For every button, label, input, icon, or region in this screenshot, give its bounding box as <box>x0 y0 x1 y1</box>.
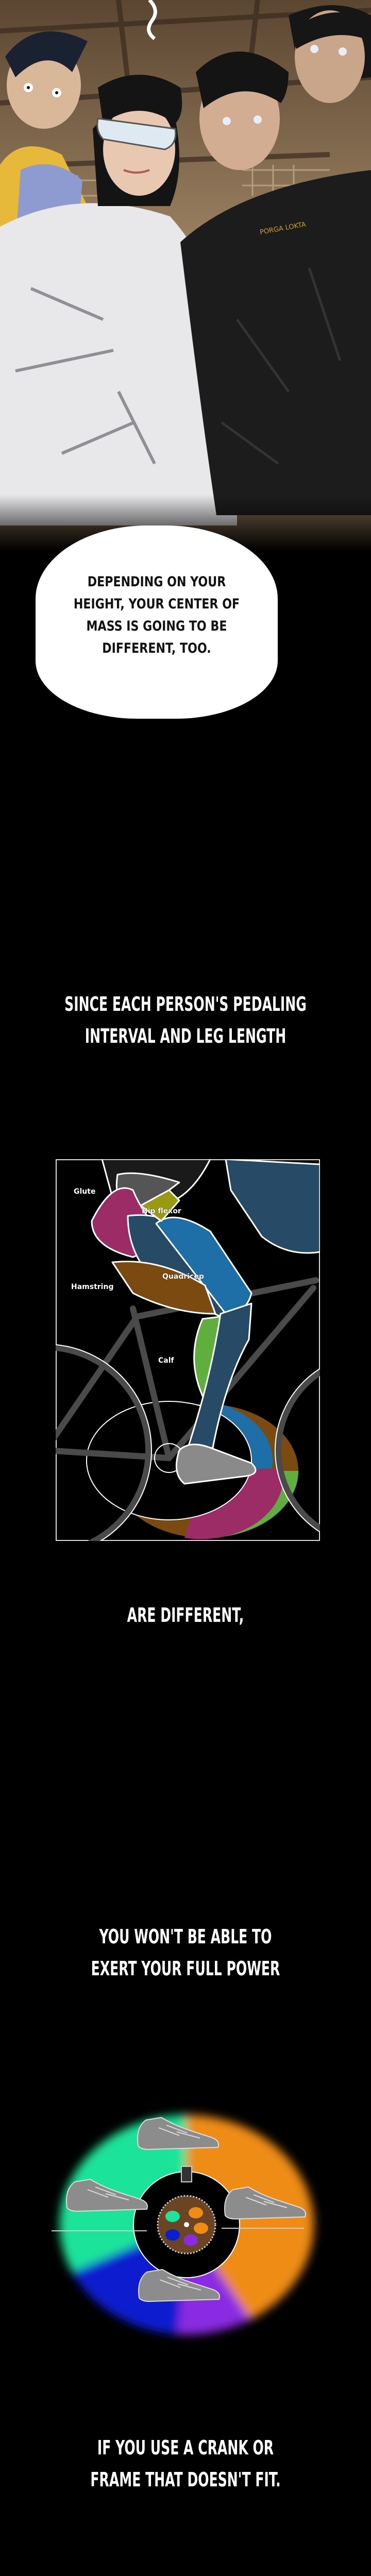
crank-rotation-diagram <box>52 2115 314 2335</box>
label-glute: Glute <box>74 1188 95 1196</box>
chainring-icon <box>157 2195 216 2255</box>
speech-bubble-text: DEPENDING ON YOUR HEIGHT, YOUR CENTER OF… <box>36 571 278 659</box>
top-panel-section: PORGA LOKTA DEPENDING ON YOUR HEIGHT, YO… <box>0 0 371 721</box>
rider-leg <box>91 1159 320 1485</box>
label-calf: Calf <box>158 1357 175 1365</box>
caption-line: INTERVAL AND LEG LENGTH <box>85 1025 286 1047</box>
crank-arm <box>52 2166 304 2231</box>
diagram-section: Glute Hip flexor Quadricep Hamstring Cal… <box>0 1052 371 1541</box>
caption-section-2: ARE DIFFERENT, <box>0 1541 371 1631</box>
caption-line: FRAME THAT DOESN'T FIT. <box>90 2468 281 2491</box>
caption-pedaling-interval: SINCE EACH PERSON'S PEDALING INTERVAL AN… <box>0 988 371 1052</box>
caption-section-3: YOU WON'T BE ABLE TO EXERT YOUR FULL POW… <box>0 1631 371 1985</box>
character-woman <box>0 75 237 526</box>
caption-full-power: YOU WON'T BE ABLE TO EXERT YOUR FULL POW… <box>0 1921 371 1985</box>
character-man-black-shirt: PORGA LOKTA <box>180 52 371 515</box>
bicycle-muscle-diagram: Glute Hip flexor Quadricep Hamstring Cal… <box>56 1159 320 1541</box>
speech-bubble <box>36 526 278 719</box>
caption-line: IF YOU USE A CRANK OR <box>97 2436 274 2459</box>
crank-section <box>0 1985 371 2349</box>
bubble-line: HEIGHT, YOUR CENTER OF <box>73 596 240 612</box>
character-right <box>289 5 371 103</box>
bubble-line: MASS IS GOING TO BE <box>86 618 227 634</box>
caption-line: YOU WON'T BE ABLE TO <box>99 1925 272 1948</box>
label-quadricep: Quadricep <box>162 1273 204 1281</box>
caption-line: ARE DIFFERENT, <box>127 1604 244 1626</box>
caption-crank-frame: IF YOU USE A CRANK OR FRAME THAT DOESN'T… <box>0 2432 371 2496</box>
label-hamstring: Hamstring <box>71 1283 113 1291</box>
label-hip-flexor: Hip flexor <box>142 1207 181 1215</box>
bicycle-frame <box>56 1277 320 1541</box>
caption-line: EXERT YOUR FULL POWER <box>91 1957 280 1980</box>
caption-section-1: SINCE EACH PERSON'S PEDALING INTERVAL AN… <box>0 721 371 1052</box>
comic-panel-characters: PORGA LOKTA <box>0 0 371 551</box>
speech-bubble-tail <box>147 0 157 40</box>
caption-line: SINCE EACH PERSON'S PEDALING <box>64 993 307 1015</box>
bubble-line: DIFFERENT, TOO. <box>102 640 211 656</box>
caption-section-4: IF YOU USE A CRANK OR FRAME THAT DOESN'T… <box>0 2349 371 2511</box>
bubble-line: DEPENDING ON YOUR <box>87 574 226 590</box>
caption-are-different: ARE DIFFERENT, <box>0 1599 371 1631</box>
